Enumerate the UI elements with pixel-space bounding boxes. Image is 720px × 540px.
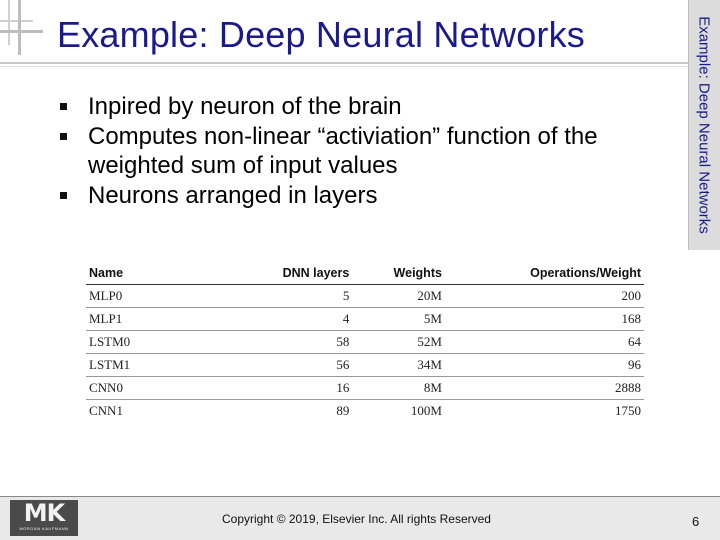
table-header-row: Name DNN layers Weights Operations/Weigh…	[86, 262, 644, 285]
logo-mark: MK	[23, 499, 65, 527]
bullet-square-icon	[60, 192, 67, 199]
dnn-table: Name DNN layers Weights Operations/Weigh…	[86, 262, 644, 422]
page-number: 6	[692, 514, 700, 529]
slide-title: Example: Deep Neural Networks	[57, 14, 586, 55]
corner-decoration	[18, 0, 21, 55]
cell-ops: 96	[444, 353, 644, 377]
cell-layers: 5	[166, 284, 353, 308]
cell-ops: 168	[444, 307, 644, 331]
table-row: CNN0 16 8M 2888	[86, 376, 644, 400]
cell-layers: 56	[166, 353, 353, 377]
footer-divider	[0, 496, 720, 497]
cell-layers: 58	[166, 330, 353, 354]
cell-ops: 1750	[615, 403, 641, 418]
cell-name: MLP0	[86, 284, 167, 308]
table-row: CNN1 89 100M 1750	[86, 400, 644, 423]
table-row: LSTM1 56 34M 96	[86, 353, 644, 377]
cell-name: CNN1	[89, 403, 123, 418]
logo-subtext: MORGAN KAUFMANN	[19, 526, 69, 531]
cell-ops: 200	[444, 284, 644, 308]
cell-layers: 16	[166, 376, 353, 400]
cell-weights: 34M	[352, 353, 445, 377]
cell-layers: 4	[166, 307, 353, 331]
bullet-item: Computes non-linear “activiation” functi…	[58, 122, 688, 180]
bullet-item: Inpired by neuron of the brain	[58, 92, 688, 121]
cell-name: LSTM1	[86, 353, 167, 377]
cell-weights: 20M	[352, 284, 445, 308]
cell-weights: 100M	[410, 403, 442, 418]
cell-ops: 64	[444, 330, 644, 354]
footer-bar	[0, 497, 720, 540]
title-divider	[0, 62, 688, 64]
cell-layers: 89	[336, 403, 350, 418]
table-row: MLP0 5 20M 200	[86, 284, 644, 308]
corner-decoration	[0, 30, 43, 33]
column-header-name: Name	[86, 262, 167, 285]
cell-name: CNN0	[86, 376, 167, 400]
column-header-ops: Operations/Weight	[444, 262, 644, 285]
table-row: LSTM0 58 52M 64	[86, 330, 644, 354]
table-row: MLP1 4 5M 168	[86, 307, 644, 331]
bullet-item: Neurons arranged in layers	[58, 181, 688, 210]
bullet-list: Inpired by neuron of the brain Computes …	[58, 92, 688, 211]
cell-name: LSTM0	[86, 330, 167, 354]
cell-ops: 2888	[444, 376, 644, 400]
bullet-square-icon	[60, 133, 67, 140]
copyright-text: Copyright © 2019, Elsevier Inc. All righ…	[222, 512, 491, 526]
publisher-logo: MK MORGAN KAUFMANN	[10, 500, 78, 536]
title-divider	[0, 66, 688, 67]
cell-name: MLP1	[86, 307, 167, 331]
corner-decoration	[0, 20, 33, 22]
bullet-square-icon	[60, 103, 67, 110]
column-header-layers: DNN layers	[166, 262, 353, 285]
cell-weights: 5M	[352, 307, 445, 331]
column-header-weights: Weights	[352, 262, 445, 285]
side-title-bar	[688, 0, 720, 250]
cell-weights: 52M	[352, 330, 445, 354]
side-title: Example: Deep Neural Networks	[695, 16, 713, 234]
cell-weights: 8M	[352, 376, 445, 400]
corner-decoration	[8, 0, 10, 45]
